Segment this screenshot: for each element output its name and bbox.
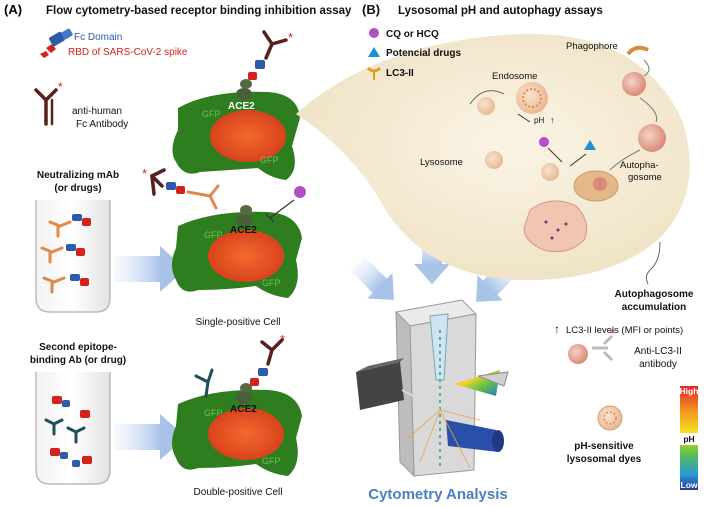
drugs-legend-icon	[368, 47, 380, 57]
cytometry-analysis-label: Cytometry Analysis	[368, 486, 508, 503]
autophagosome-icon	[622, 72, 646, 96]
single-positive-label: Single-positive Cell	[195, 317, 280, 328]
autophagosome-icon	[638, 124, 666, 152]
gfp-label: GFP	[262, 278, 281, 288]
anti-fc-antibody-icon	[34, 88, 58, 126]
arrow-up-icon: ↑	[554, 322, 560, 336]
panel-a-letter: (A)	[4, 2, 22, 17]
phagophore-label: Phagophore	[566, 41, 618, 52]
ace2-receptor-icon	[236, 205, 252, 226]
test-tube-second-epitope	[35, 372, 111, 485]
connector-line	[645, 241, 661, 285]
connector-line	[609, 149, 641, 171]
cell-bottom	[172, 389, 302, 476]
asterisk-icon: *	[610, 326, 615, 341]
panel-b-title: Lysosomal pH and autophagy assays	[398, 5, 603, 17]
blocked-complex-icon	[150, 168, 220, 210]
neutralizing-label-2: (or drugs)	[54, 183, 101, 194]
lysosome-label: Lysosome	[420, 157, 463, 168]
second-epitope-label-2: binding Ab (or drug)	[30, 355, 126, 366]
drug-molecule-icon	[584, 140, 596, 150]
ace2-receptor-icon	[236, 383, 252, 404]
panel-b-letter: (B)	[362, 2, 380, 17]
gfp-label: GFP	[260, 155, 279, 165]
ace2-label: ACE2	[230, 404, 257, 415]
double-positive-label: Double-positive Cell	[194, 487, 283, 498]
cq-molecule-icon	[539, 137, 549, 147]
arrow-up-icon: ↑	[550, 115, 555, 125]
legend-cq: CQ or HCQ	[386, 29, 439, 40]
test-tube-neutralizing	[35, 200, 111, 313]
legend-rbd: RBD of SARS-CoV-2 spike	[68, 47, 188, 58]
inhibit-line	[569, 153, 587, 167]
scale-ph-label: pH	[683, 434, 694, 444]
legend-anti-fc-1: anti-human	[72, 106, 122, 117]
lc3-legend-icon	[366, 66, 382, 80]
vesicle-icon	[485, 151, 503, 169]
cell-top	[172, 91, 300, 180]
scale-high-label: High	[680, 386, 699, 396]
connector-line	[469, 90, 505, 105]
gfp-label: GFP	[262, 456, 281, 466]
fc-rbd-legend-icon	[40, 28, 73, 58]
second-epitope-label-1: Second epitope-	[39, 342, 117, 353]
legend-anti-fc-2: Fc Antibody	[76, 119, 128, 130]
connector-line	[639, 97, 658, 123]
accumulation-label-2: accumulation	[622, 302, 686, 313]
ph-dyes-label-1: pH-sensitive	[574, 441, 634, 452]
lc3-levels-label: LC3-II levels (MFI or points)	[566, 325, 683, 336]
asterisk-icon: *	[288, 30, 293, 45]
connector-line	[643, 59, 650, 77]
scale-low-label: Low	[681, 480, 698, 490]
autophagosome-label-1: Autopha-	[620, 160, 659, 171]
phagophore-icon	[626, 45, 649, 56]
legend-lc3: LC3-II	[386, 68, 414, 79]
endosome-label: Endosome	[492, 71, 537, 82]
cq-legend-icon	[369, 28, 379, 38]
ph-scale-marker	[680, 433, 698, 445]
vesicle-icon	[477, 97, 495, 115]
cell-middle	[172, 211, 302, 298]
ph-up-label: pH	[534, 116, 544, 125]
ph-dye-icon	[597, 405, 623, 431]
autolysosome-icon	[573, 170, 619, 202]
gfp-label: GFP	[204, 230, 223, 240]
asterisk-icon: *	[142, 166, 147, 181]
endosome-icon	[516, 82, 548, 114]
inhibit-line	[547, 147, 563, 163]
anti-lc3-label-2: antibody	[639, 359, 677, 370]
asterisk-icon: *	[58, 80, 63, 94]
gfp-label: GFP	[202, 109, 221, 119]
accumulation-label-1: Autophagosome	[615, 289, 694, 300]
bound-complex-icon	[248, 30, 288, 80]
ph-dyes-label-2: lysosomal dyes	[567, 454, 642, 465]
ace2-receptor-icon	[236, 79, 252, 100]
anti-lc3-label-1: Anti-LC3-II	[634, 346, 682, 357]
asterisk-icon: *	[280, 332, 285, 347]
gfp-label: GFP	[204, 408, 223, 418]
legend-drugs: Potencial drugs	[386, 48, 461, 59]
anti-lc3-complex-icon	[568, 334, 614, 364]
ace2-label: ACE2	[230, 225, 257, 236]
double-bound-complex-icon	[194, 338, 284, 398]
neutralizing-label-1: Neutralizing mAb	[37, 170, 119, 181]
legend-fc-domain: Fc Domain	[74, 32, 122, 43]
enlarged-autophagosome-icon	[523, 200, 588, 253]
inhibit-line	[517, 113, 531, 123]
ace2-label: ACE2	[228, 101, 255, 112]
panel-a-title: Flow cytometry-based receptor binding in…	[46, 5, 352, 17]
autophagosome-label-2: gosome	[628, 172, 662, 183]
vesicle-icon	[541, 163, 559, 181]
flow-cytometer-icon	[356, 299, 509, 478]
drug-inhibition-icon	[265, 186, 306, 223]
